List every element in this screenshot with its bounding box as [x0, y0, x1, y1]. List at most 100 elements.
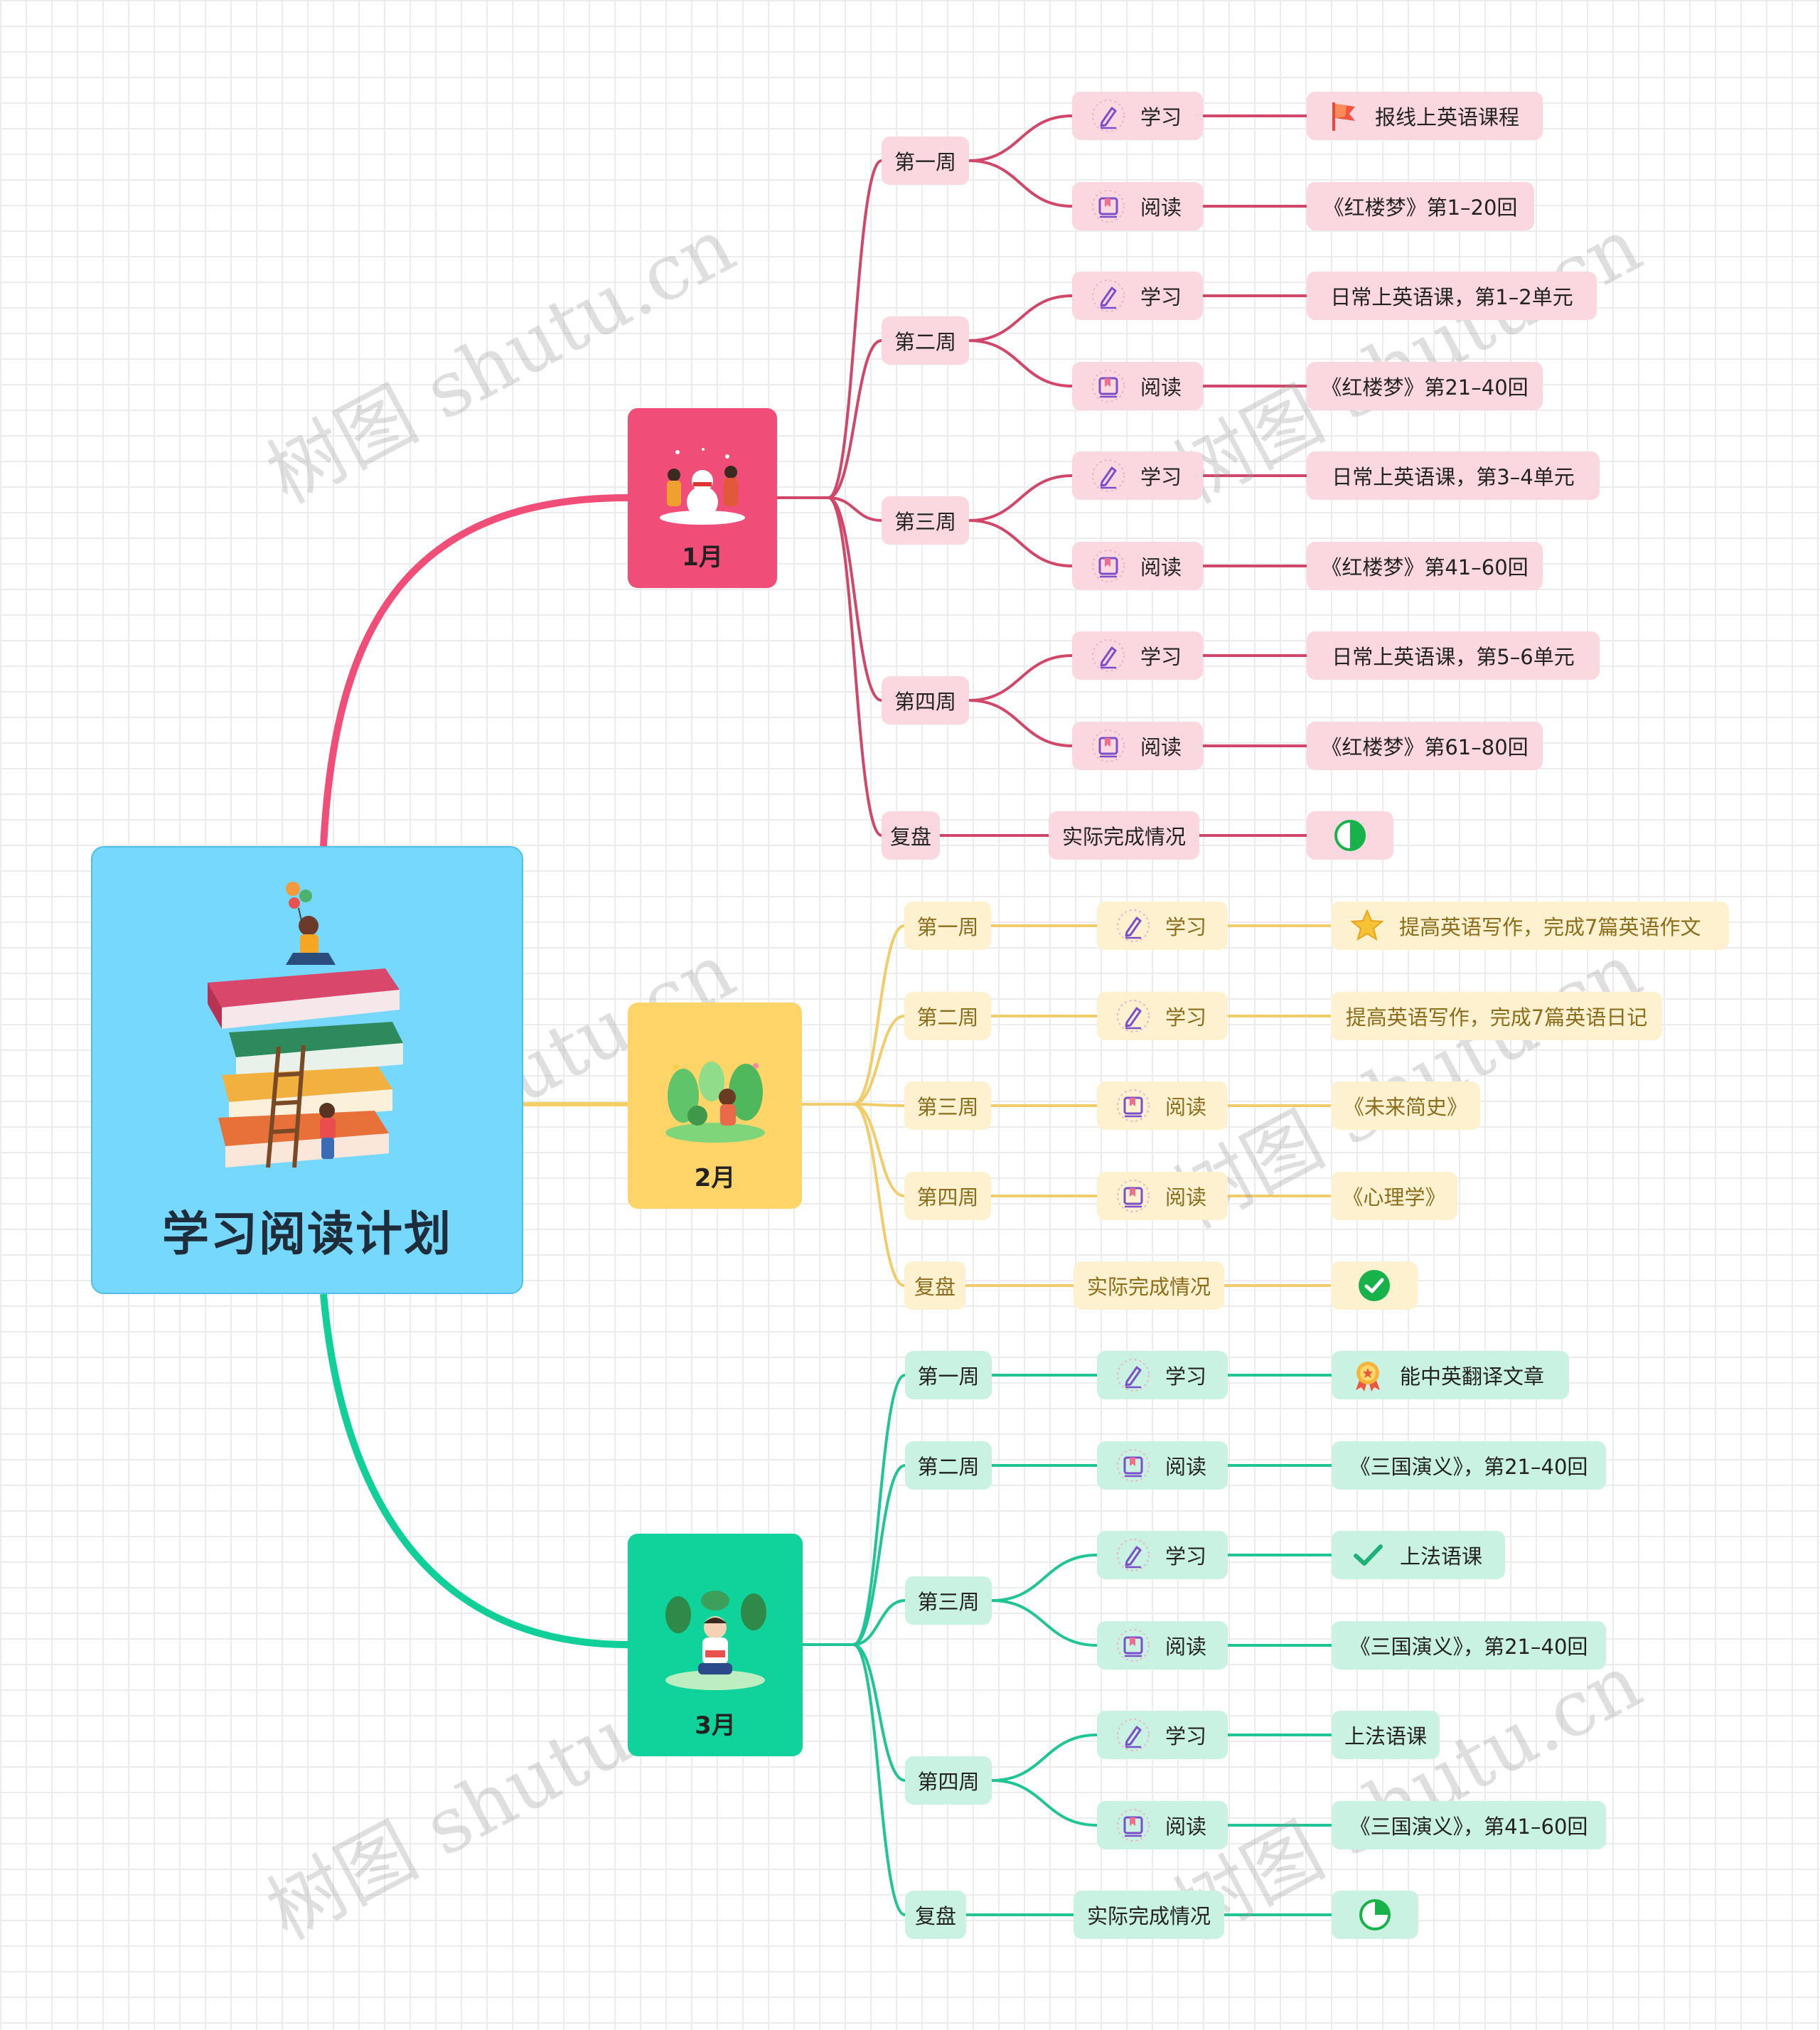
jan-activity-node-label: 阅读	[1140, 375, 1182, 400]
feb-week-node[interactable]: 第二周	[904, 992, 991, 1040]
book-icon	[1115, 1088, 1151, 1123]
month-node-feb[interactable]: 2月	[628, 1003, 802, 1209]
mar-week-node[interactable]: 第二周	[905, 1441, 992, 1490]
book-icon	[1115, 1807, 1151, 1843]
mar-detail-node-label: 上法语课	[1400, 1544, 1483, 1569]
jan-week-node-label: 第三周	[894, 510, 956, 534]
feb-activity-node-label: 学习	[1165, 915, 1207, 939]
feb-week-node-label: 第二周	[916, 1005, 979, 1030]
mar-detail-node[interactable]: 《三国演义》，第21–40回	[1332, 1441, 1606, 1490]
root-title: 学习阅读计划	[162, 1207, 452, 1261]
jan-week-node[interactable]: 第一周	[882, 137, 969, 185]
jan-activity-node[interactable]: 学习	[1072, 452, 1203, 500]
month-label-mar: 3月	[695, 1711, 736, 1740]
jan-detail-node[interactable]: 日常上英语课，第1–2单元	[1307, 272, 1597, 320]
jan-detail-node[interactable]: 日常上英语课，第3–4单元	[1307, 452, 1600, 500]
jan-week-node[interactable]: 第四周	[882, 676, 969, 725]
jan-detail-node[interactable]: 报线上英语课程	[1307, 92, 1543, 140]
mar-detail-node[interactable]: 能中英翻译文章	[1332, 1351, 1569, 1399]
jan-detail-node[interactable]	[1307, 811, 1393, 860]
feb-detail-node[interactable]: 《未来简史》	[1331, 1081, 1480, 1130]
mar-activity-node[interactable]: 阅读	[1097, 1441, 1228, 1490]
flag-icon	[1325, 98, 1361, 134]
feb-week-node[interactable]: 第四周	[904, 1172, 991, 1220]
feb-detail-node-label: 《未来简史》	[1343, 1095, 1467, 1119]
jan-week-node[interactable]: 第三周	[882, 496, 969, 545]
mar-activity-node[interactable]: 实际完成情况	[1074, 1891, 1224, 1939]
jan-detail-node[interactable]: 《红楼梦》第61–80回	[1307, 722, 1543, 770]
jan-detail-node-label: 《红楼梦》第21–40回	[1321, 375, 1529, 400]
mar-week-node[interactable]: 第三周	[905, 1576, 992, 1625]
jan-detail-node-label: 报线上英语课程	[1375, 105, 1520, 129]
feb-detail-node-label: 提高英语写作，完成7篇英语作文	[1399, 915, 1701, 939]
mar-activity-node[interactable]: 阅读	[1097, 1801, 1228, 1849]
feb-detail-node[interactable]	[1331, 1261, 1418, 1310]
jan-activity-node[interactable]: 阅读	[1072, 722, 1203, 770]
feb-week-node[interactable]: 第三周	[904, 1081, 991, 1130]
month-node-jan[interactable]: 1月	[628, 408, 777, 588]
mar-detail-node-label: 能中英翻译文章	[1400, 1364, 1545, 1389]
mar-week-node[interactable]: 复盘	[905, 1891, 966, 1939]
mar-week-node[interactable]: 第四周	[905, 1756, 992, 1805]
book-icon	[1091, 188, 1126, 224]
feb-detail-node[interactable]: 提高英语写作，完成7篇英语作文	[1331, 902, 1729, 950]
feb-detail-node[interactable]: 《心理学》	[1331, 1172, 1457, 1220]
month-label-feb: 2月	[694, 1164, 736, 1192]
mar-detail-node[interactable]	[1332, 1891, 1418, 1939]
jan-activity-node[interactable]: 阅读	[1072, 362, 1203, 410]
mar-week-node-label: 第一周	[917, 1364, 980, 1389]
mar-detail-node-label: 《三国演义》，第21–40回	[1349, 1455, 1588, 1479]
pen-icon	[1091, 98, 1126, 134]
feb-activity-node[interactable]: 学习	[1097, 992, 1228, 1040]
mar-detail-node[interactable]: 上法语课	[1332, 1711, 1440, 1759]
book-icon	[1115, 1628, 1151, 1663]
mar-activity-node[interactable]: 学习	[1097, 1351, 1228, 1399]
jan-activity-node[interactable]: 学习	[1072, 92, 1203, 140]
jan-activity-node[interactable]: 实际完成情况	[1049, 811, 1199, 860]
feb-detail-node[interactable]: 提高英语写作，完成7篇英语日记	[1331, 992, 1662, 1040]
mar-week-node[interactable]: 第一周	[905, 1351, 992, 1399]
jan-week-node[interactable]: 复盘	[882, 811, 940, 860]
feb-activity-node[interactable]: 阅读	[1097, 1081, 1228, 1130]
root-node[interactable]: 学习阅读计划	[91, 846, 523, 1294]
mar-activity-node[interactable]: 阅读	[1097, 1621, 1228, 1670]
book-icon	[1091, 368, 1126, 404]
mar-activity-node-label: 阅读	[1165, 1815, 1207, 1839]
feb-week-node-label: 第三周	[916, 1095, 979, 1119]
feb-activity-node[interactable]: 实际完成情况	[1074, 1261, 1224, 1310]
jan-detail-node[interactable]: 《红楼梦》第21–40回	[1307, 362, 1543, 410]
book-icon	[1091, 548, 1126, 584]
mar-activity-node[interactable]: 学习	[1097, 1711, 1228, 1759]
book-icon	[1091, 728, 1126, 764]
medal-icon	[1350, 1357, 1386, 1393]
mar-detail-node-label: 《三国演义》，第41–60回	[1349, 1815, 1588, 1839]
feb-detail-node-label: 《心理学》	[1342, 1185, 1446, 1209]
mar-activity-node-label: 学习	[1165, 1724, 1207, 1748]
jan-week-node-label: 第二周	[894, 330, 956, 354]
mar-detail-node[interactable]: 上法语课	[1332, 1531, 1505, 1579]
jan-activity-node[interactable]: 学习	[1072, 631, 1203, 680]
jan-detail-node[interactable]: 日常上英语课，第5–6单元	[1307, 631, 1600, 680]
jan-detail-node-label: 《红楼梦》第61–80回	[1321, 735, 1529, 759]
feb-activity-node[interactable]: 学习	[1097, 902, 1228, 950]
feb-week-node-label: 复盘	[914, 1275, 956, 1299]
mar-detail-node[interactable]: 《三国演义》，第21–40回	[1332, 1621, 1606, 1670]
feb-week-node[interactable]: 复盘	[904, 1261, 965, 1310]
mar-detail-node[interactable]: 《三国演义》，第41–60回	[1332, 1801, 1606, 1849]
jan-detail-node-label: 日常上英语课，第3–4单元	[1332, 465, 1575, 489]
jan-activity-node[interactable]: 阅读	[1072, 542, 1203, 590]
jan-activity-node[interactable]: 阅读	[1072, 182, 1203, 230]
jan-detail-node[interactable]: 《红楼梦》第41–60回	[1307, 542, 1543, 590]
jan-detail-node[interactable]: 《红楼梦》第1–20回	[1307, 182, 1534, 230]
feb-activity-node-label: 学习	[1165, 1005, 1207, 1030]
feb-activity-node[interactable]: 阅读	[1097, 1172, 1228, 1220]
jan-week-node[interactable]: 第二周	[882, 316, 969, 365]
mar-activity-node[interactable]: 学习	[1097, 1531, 1228, 1579]
jan-week-node-label: 第四周	[894, 690, 956, 714]
mar-week-node-label: 第二周	[917, 1455, 980, 1479]
jan-activity-node[interactable]: 学习	[1072, 272, 1203, 320]
month-node-mar[interactable]: 3月	[628, 1534, 803, 1756]
jan-detail-node-label: 《红楼梦》第1–20回	[1323, 196, 1518, 220]
feb-week-node[interactable]: 第一周	[904, 902, 991, 950]
